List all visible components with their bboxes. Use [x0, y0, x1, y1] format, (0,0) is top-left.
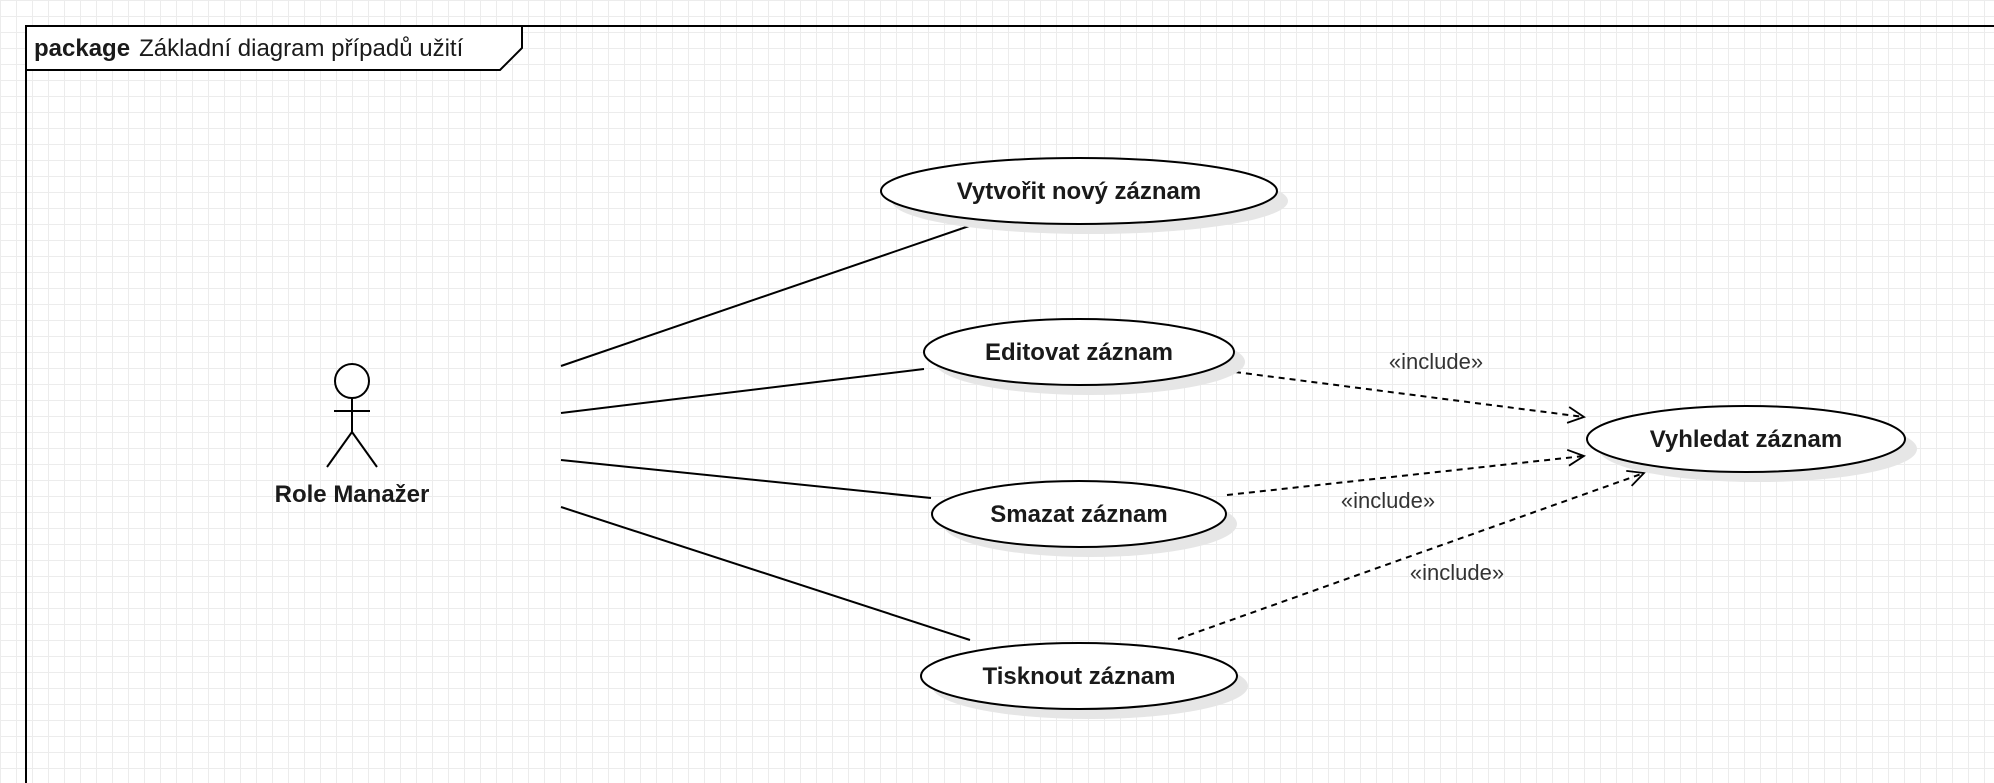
include-edit-search[interactable] — [1234, 371, 1584, 417]
use-case-label: Vytvořit nový záznam — [957, 178, 1202, 205]
use-case-ellipse — [931, 480, 1227, 548]
include-delete-search[interactable] — [1226, 456, 1584, 496]
use-case-delete[interactable]: Smazat záznam — [931, 480, 1237, 557]
include-dependencies — [1177, 371, 1644, 640]
package-name: Základní diagram případů užití — [139, 35, 464, 62]
association-print[interactable] — [560, 506, 971, 641]
use-case-edit[interactable]: Editovat záznam — [923, 318, 1245, 395]
use-case-print[interactable]: Tisknout záznam — [920, 642, 1248, 719]
use-case-label: Smazat záznam — [990, 501, 1167, 528]
association-create[interactable] — [560, 223, 976, 367]
use-case-label: Vyhledat záznam — [1650, 426, 1843, 453]
use-case-create[interactable]: Vytvořit nový záznam — [880, 157, 1288, 234]
use-case-ellipse — [880, 157, 1278, 225]
association-delete[interactable] — [560, 459, 932, 499]
associations — [560, 223, 976, 641]
use-case-search[interactable]: Vyhledat záznam — [1586, 405, 1917, 482]
association-edit[interactable] — [560, 368, 925, 414]
include-label-delete: «include» — [1341, 488, 1435, 513]
package-title: package Základní diagram případů užití — [34, 35, 464, 62]
use-case-ellipse — [923, 318, 1235, 386]
include-label-print: «include» — [1410, 560, 1504, 585]
use-case-ellipse — [1586, 405, 1906, 473]
include-print-search[interactable] — [1177, 473, 1644, 640]
use-case-ellipse — [920, 642, 1238, 710]
actor-role-manazer[interactable]: Role Manažer — [275, 363, 430, 508]
include-label-edit: «include» — [1389, 349, 1483, 374]
use-case-label: Editovat záznam — [985, 339, 1173, 366]
package-tab — [25, 25, 523, 71]
actor-label: Role Manažer — [275, 481, 430, 508]
stick-figure-icon — [326, 363, 378, 468]
package-keyword: package — [34, 35, 130, 62]
use-case-label: Tisknout záznam — [983, 663, 1176, 690]
package-frame: package Základní diagram případů užití — [25, 25, 1994, 783]
